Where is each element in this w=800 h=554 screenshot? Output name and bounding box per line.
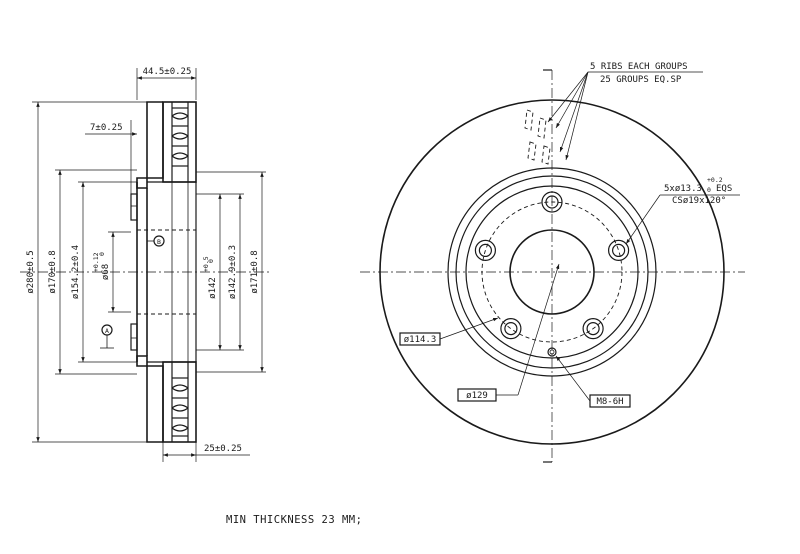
svg-text:ø68: ø68 (101, 264, 111, 280)
rib-indicators (524, 109, 551, 165)
rotor-ring-top (136, 101, 197, 189)
svg-text:7±0.25: 7±0.25 (90, 123, 123, 133)
svg-text:+0.2: +0.2 (707, 176, 723, 184)
diameter-129-label: ø129 (457, 263, 560, 402)
threaded-hole (547, 347, 557, 357)
hat-outer-edge (447, 167, 657, 377)
bolt-hole (541, 191, 563, 213)
svg-text:ø114.3: ø114.3 (404, 335, 437, 345)
svg-text:25 GROUPS EQ.SP: 25 GROUPS EQ.SP (600, 75, 682, 85)
thread-label: M8-6H (555, 355, 631, 408)
svg-text:ø142.9±0.3: ø142.9±0.3 (228, 245, 238, 299)
front-view: 5 RIBS EACH GROUPS 25 GROUPS EQ.SP 5xø13… (360, 62, 745, 463)
hat-inner-edge (465, 185, 639, 359)
svg-text:ø171±0.8: ø171±0.8 (250, 250, 260, 293)
svg-text:+0.5: +0.5 (202, 256, 210, 272)
svg-text:EQS: EQS (716, 184, 732, 194)
datum-b-marker: B (147, 235, 165, 247)
svg-text:5xø13.3: 5xø13.3 (664, 184, 702, 194)
min-thickness-note: MIN THICKNESS 23 MM; (226, 514, 362, 526)
bolt-hole (582, 318, 604, 340)
svg-text:0: 0 (207, 259, 215, 263)
hat-step-edge (455, 175, 649, 369)
hat-section (130, 181, 197, 363)
dim-outer-diameter: ø280±0.5 (26, 102, 40, 442)
datum-a-marker: A (100, 324, 114, 349)
svg-text:ø129: ø129 (466, 391, 488, 401)
svg-text:ø154.2±0.4: ø154.2±0.4 (71, 245, 81, 299)
pcd-label: ø114.3 (399, 317, 499, 346)
disc-outer-edge (379, 99, 725, 445)
svg-text:ø142: ø142 (208, 277, 218, 299)
dim-diameter-170: ø170±0.8 (48, 170, 62, 374)
rotor-ring-bottom (136, 355, 197, 443)
svg-text:ø280±0.5: ø280±0.5 (26, 250, 36, 293)
dim-diameter-171: ø171±0.8 (250, 172, 264, 372)
svg-text:+0.12: +0.12 (92, 252, 100, 272)
svg-text:0: 0 (98, 252, 106, 256)
svg-text:M8-6H: M8-6H (596, 397, 623, 407)
dim-overall-thickness: 44.5±0.25 (136, 67, 197, 100)
dim-diameter-142-9: ø142.9±0.3 (228, 194, 242, 350)
pitch-circle (481, 201, 623, 343)
svg-text:CSø19x120°: CSø19x120° (672, 196, 726, 206)
svg-text:5 RIBS EACH GROUPS: 5 RIBS EACH GROUPS (590, 62, 688, 72)
side-view: B A 44.5±0.25 7±0.25 (20, 67, 272, 462)
center-bore (509, 229, 595, 315)
svg-text:ø170±0.8: ø170±0.8 (48, 250, 58, 293)
dim-center-bore: ø68 +0.12 0 (92, 231, 131, 313)
svg-text:A: A (105, 327, 109, 335)
bolt-hole (474, 239, 496, 261)
dim-diameter-154: ø154.2±0.4 (71, 182, 85, 362)
dim-friction-thickness: 25±0.25 (162, 442, 250, 462)
bolt-hole (500, 318, 522, 340)
bolt-hole (607, 239, 630, 261)
dim-diameter-142: ø142 +0.5 0 (202, 194, 222, 350)
bolt-holes (474, 191, 630, 340)
dim-hat-step: 7±0.25 (85, 120, 137, 194)
svg-text:B: B (157, 238, 161, 246)
svg-text:25±0.25: 25±0.25 (204, 444, 242, 454)
svg-text:0: 0 (707, 186, 711, 194)
ribs-note: 5 RIBS EACH GROUPS 25 GROUPS EQ.SP (547, 62, 703, 161)
svg-text:44.5±0.25: 44.5±0.25 (143, 67, 192, 77)
holes-note: 5xø13.3 +0.2 0 EQS CSø19x120° (625, 176, 740, 245)
